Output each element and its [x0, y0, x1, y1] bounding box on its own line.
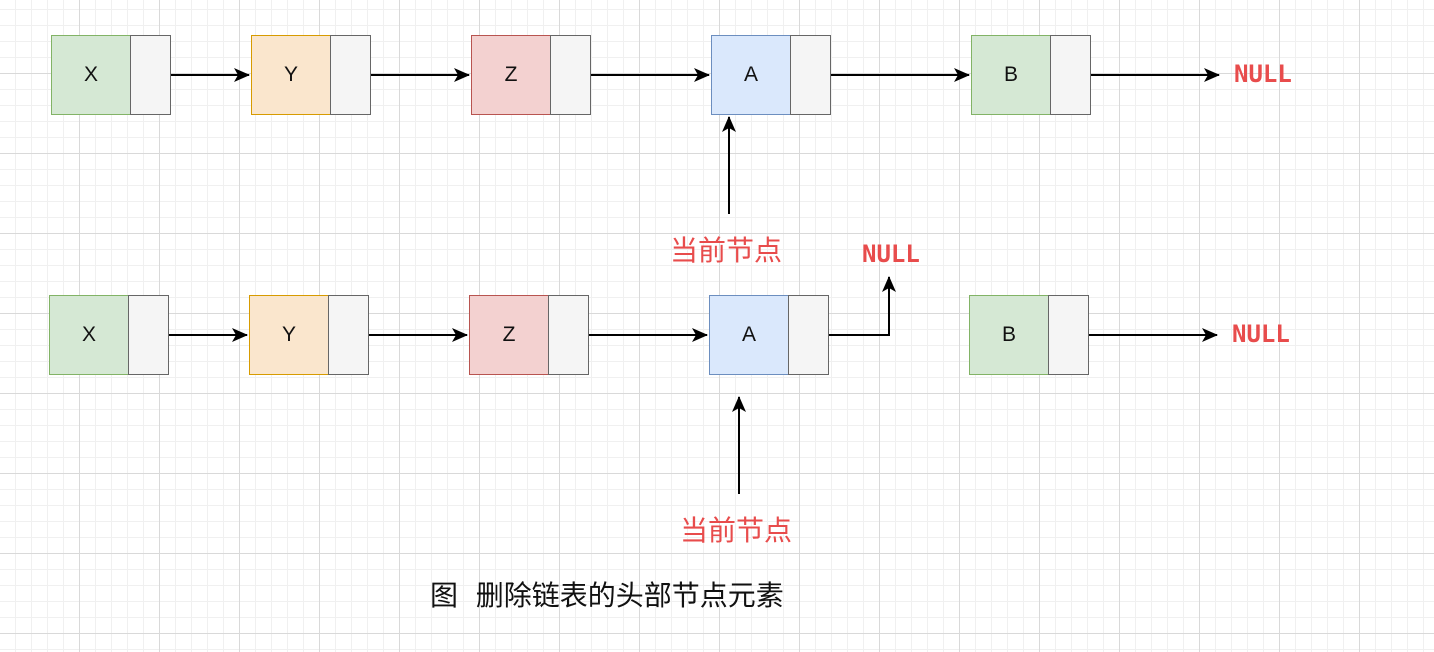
current-node-label-bottom: 当前节点 [680, 514, 793, 547]
node-y-next-box-top [330, 35, 371, 115]
figure-caption: 图 删除链表的头部节点元素 [430, 579, 784, 612]
node-x-top: X [51, 35, 131, 115]
node-a-top: A [711, 35, 791, 115]
node-a-bottom: A [709, 295, 789, 375]
null-label-top-tail: NULL [1234, 60, 1292, 88]
node-b-bottom: B [969, 295, 1049, 375]
node-y-top: Y [251, 35, 331, 115]
null-label-bottom-tail: NULL [1232, 320, 1290, 348]
node-z-top: Z [471, 35, 551, 115]
node-b-next-box-bottom [1048, 295, 1089, 375]
node-x-bottom: X [49, 295, 129, 375]
node-b-top: B [971, 35, 1051, 115]
current-node-label-top: 当前节点 [670, 234, 783, 267]
node-z-next-box-bottom [548, 295, 589, 375]
null-label-a-next: NULL [862, 240, 920, 268]
node-z-next-box-top [550, 35, 591, 115]
node-a-next-box-top [790, 35, 831, 115]
node-z-bottom: Z [469, 295, 549, 375]
node-a-next-box-bottom [788, 295, 829, 375]
node-y-next-box-bottom [328, 295, 369, 375]
node-x-next-box-bottom [128, 295, 169, 375]
arrow-a-to-null-bottom [829, 276, 896, 336]
node-x-next-box-top [130, 35, 171, 115]
node-b-next-box-top [1050, 35, 1091, 115]
node-y-bottom: Y [249, 295, 329, 375]
